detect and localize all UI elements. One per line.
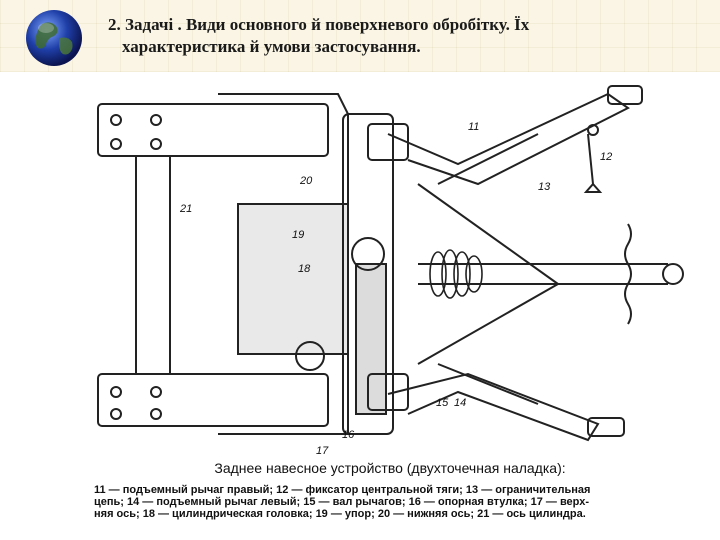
figure-legend: 11 — подъемный рычаг правый; 12 — фиксат…	[94, 484, 688, 520]
slide-header: 2. Задачі . Види основного й поверхневог…	[0, 0, 720, 72]
part-label-18: 18	[298, 263, 311, 275]
legend-line: няя ось; 18 — цилиндрическая головка; 19…	[94, 508, 586, 520]
legend-line: цепь; 14 — подъемный рычаг левый; 15 — в…	[94, 496, 590, 508]
figure-caption-title: Заднее навесное устройство (двухточечная…	[214, 460, 566, 476]
part-label-13: 13	[538, 181, 551, 193]
hitch-drawing: 11 12 13 14 15 16 17 18 19 20 21	[97, 85, 684, 456]
part-label-16: 16	[342, 429, 355, 441]
part-label-12: 12	[600, 151, 612, 163]
part-label-19: 19	[292, 229, 304, 241]
part-label-21: 21	[179, 203, 192, 215]
legend-line: 11 — подъемный рычаг правый; 12 — фиксат…	[94, 484, 591, 496]
slide-title-line-1: 2. Задачі . Види основного й поверхневог…	[108, 15, 530, 34]
globe-icon	[26, 10, 82, 66]
part-label-20: 20	[299, 175, 313, 187]
slide-title: 2. Задачі . Види основного й поверхневог…	[108, 14, 708, 58]
part-label-17: 17	[316, 445, 329, 456]
part-label-14: 14	[454, 397, 466, 409]
technical-figure: 11 12 13 14 15 16 17 18 19 20 21 Заднее …	[88, 74, 692, 536]
part-label-15: 15	[436, 397, 449, 409]
slide-title-line-2: характеристика й умови застосування.	[122, 37, 421, 56]
part-label-11: 11	[468, 121, 479, 133]
